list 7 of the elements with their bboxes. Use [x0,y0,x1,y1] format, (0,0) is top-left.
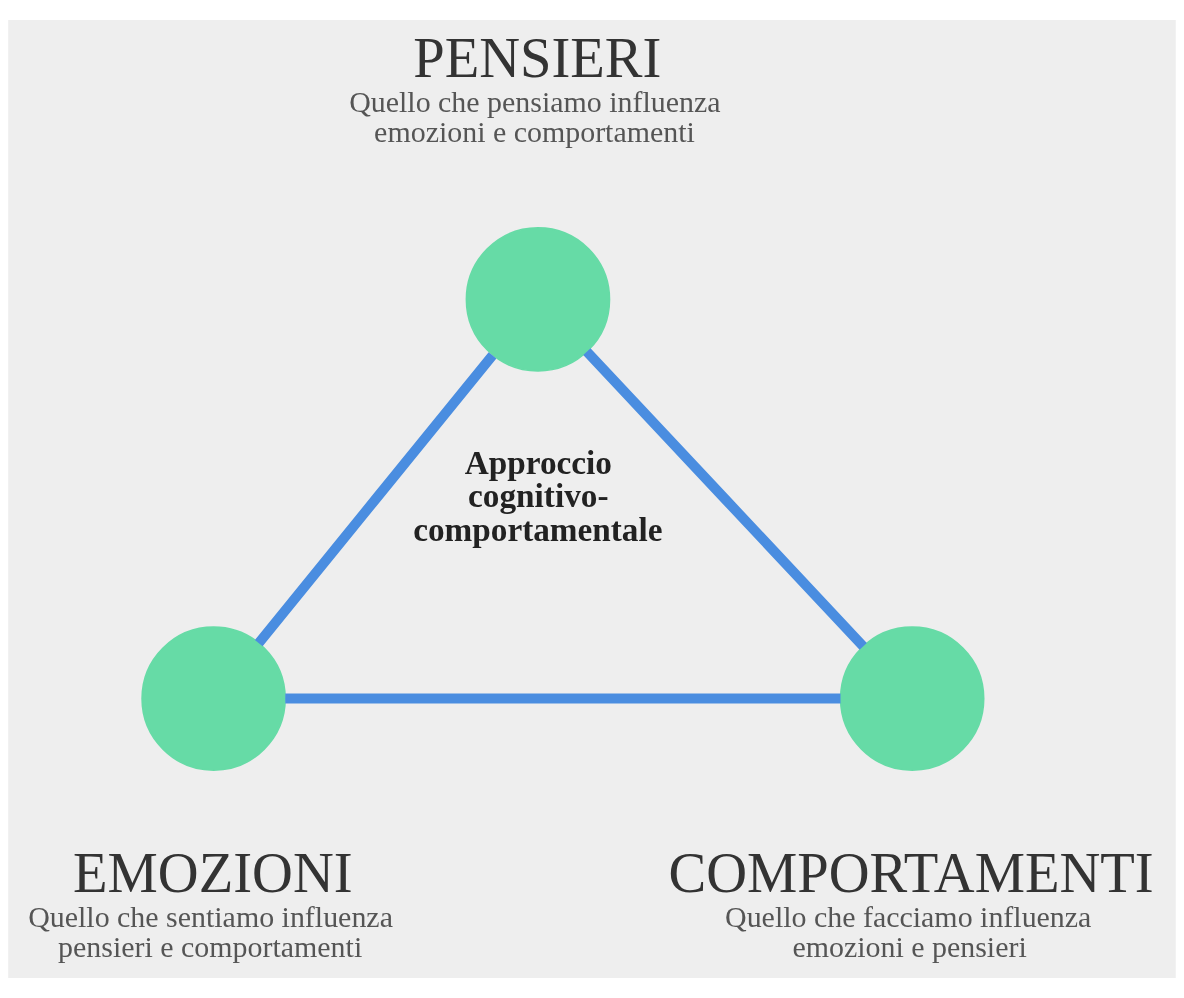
connector [285,693,841,704]
node-circle [141,626,286,771]
node-circle [465,227,611,372]
connector [583,348,867,650]
connector [254,352,497,647]
node-circle [839,626,985,771]
label: Approccio cognitivo-comportamentale [413,444,663,548]
